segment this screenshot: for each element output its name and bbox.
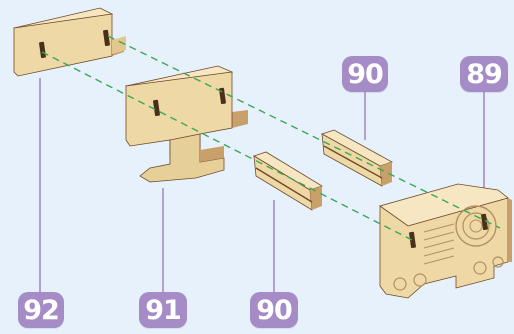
part-number-89: 89	[466, 58, 503, 90]
part-number-92: 92	[23, 294, 60, 326]
part-89-radio-front	[379, 183, 512, 299]
part-number-91: 91	[145, 294, 182, 326]
part-number-badge-91: 91	[139, 292, 187, 328]
part-91-stand	[124, 65, 248, 183]
guide-line-lower	[41, 51, 417, 243]
part-number-badge-92: 92	[18, 292, 64, 328]
part-90-slat-top	[321, 129, 393, 187]
part-number-90-bottom: 90	[256, 294, 293, 326]
part-90-slat-bottom	[253, 151, 323, 211]
part-92-bracket	[12, 7, 126, 77]
part-number-badge-90-top: 90	[342, 56, 388, 92]
part-number-badge-89: 89	[460, 56, 508, 92]
part-number-badge-90-bottom: 90	[250, 292, 298, 328]
part-number-90-top: 90	[347, 58, 384, 90]
guide-line-upper	[107, 35, 501, 229]
